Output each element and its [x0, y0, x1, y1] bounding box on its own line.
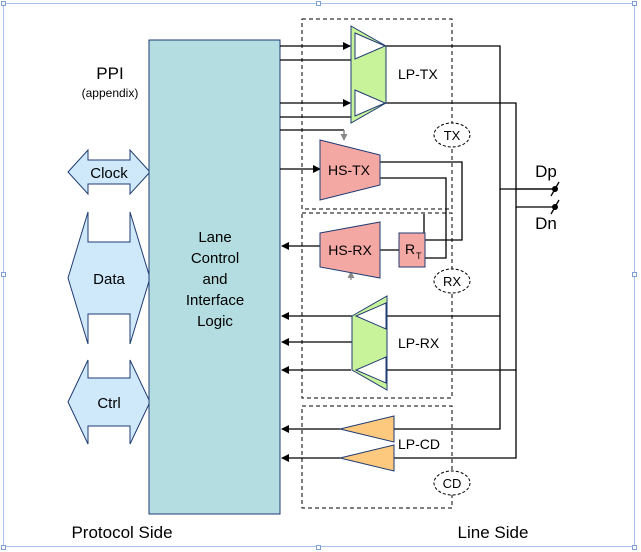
cd-tag-label: CD: [443, 476, 462, 491]
core-line-3: and: [202, 271, 227, 288]
core-line-2: Control: [191, 250, 239, 267]
dp-label: Dp: [535, 162, 557, 181]
resize-handle-bottom-left[interactable]: [1, 545, 6, 550]
rx-tag-label: RX: [443, 274, 461, 289]
hs-tx-label: HS-TX: [328, 162, 371, 178]
rx-tag: RX: [433, 268, 471, 294]
hs-rx-label: HS-RX: [328, 242, 372, 258]
core-line-1: Lane: [198, 229, 231, 246]
core-line-4: Interface: [186, 292, 244, 309]
tx-group-box: [301, 18, 453, 210]
lp-cd-block: LP-CD: [339, 415, 440, 472]
dn-pin: Dn: [535, 199, 560, 233]
resize-handle-bottom-right[interactable]: [632, 545, 637, 550]
clock-arrow: Clock: [67, 148, 151, 196]
lane-control-block: [148, 39, 281, 515]
tx-tag: TX: [433, 122, 471, 148]
ctrl-arrow: Ctrl: [67, 359, 151, 445]
resize-handle-top-right[interactable]: [632, 1, 637, 6]
line-side-label: Line Side: [458, 523, 529, 542]
ppi-subtitle: (appendix): [82, 86, 139, 100]
rt-label: R: [405, 241, 415, 257]
rt-subscript: T: [416, 251, 422, 261]
dn-label: Dn: [535, 214, 557, 233]
clock-label: Clock: [90, 165, 128, 182]
cd-tag: CD: [433, 470, 471, 496]
tx-tag-label: TX: [444, 128, 461, 143]
lp-tx-block: LP-TX: [350, 25, 438, 124]
ppi-title: PPI: [96, 64, 123, 83]
core-line-5: Logic: [197, 313, 233, 330]
resize-handle-top-middle[interactable]: [316, 1, 321, 6]
ctrl-label: Ctrl: [97, 395, 120, 412]
lp-cd-label: LP-CD: [398, 436, 440, 452]
lp-tx-label: LP-TX: [398, 66, 438, 82]
protocol-side-label: Protocol Side: [71, 523, 172, 542]
dp-pin: Dp: [516, 162, 560, 197]
resize-handle-middle-left[interactable]: [1, 272, 6, 277]
data-arrow: Data: [67, 211, 151, 345]
resize-handle-top-left[interactable]: [1, 1, 6, 6]
rx-group-box: [301, 212, 453, 399]
resize-handle-middle-right[interactable]: [632, 272, 637, 277]
lp-rx-label: LP-RX: [398, 335, 440, 351]
data-label: Data: [93, 271, 125, 288]
lp-rx-block: LP-RX: [351, 295, 440, 391]
resize-handle-bottom-middle[interactable]: [316, 545, 321, 550]
rt-termination: R T: [398, 232, 426, 268]
hs-tx-block: HS-TX: [319, 139, 381, 201]
hs-rx-block: HS-RX: [319, 221, 381, 279]
